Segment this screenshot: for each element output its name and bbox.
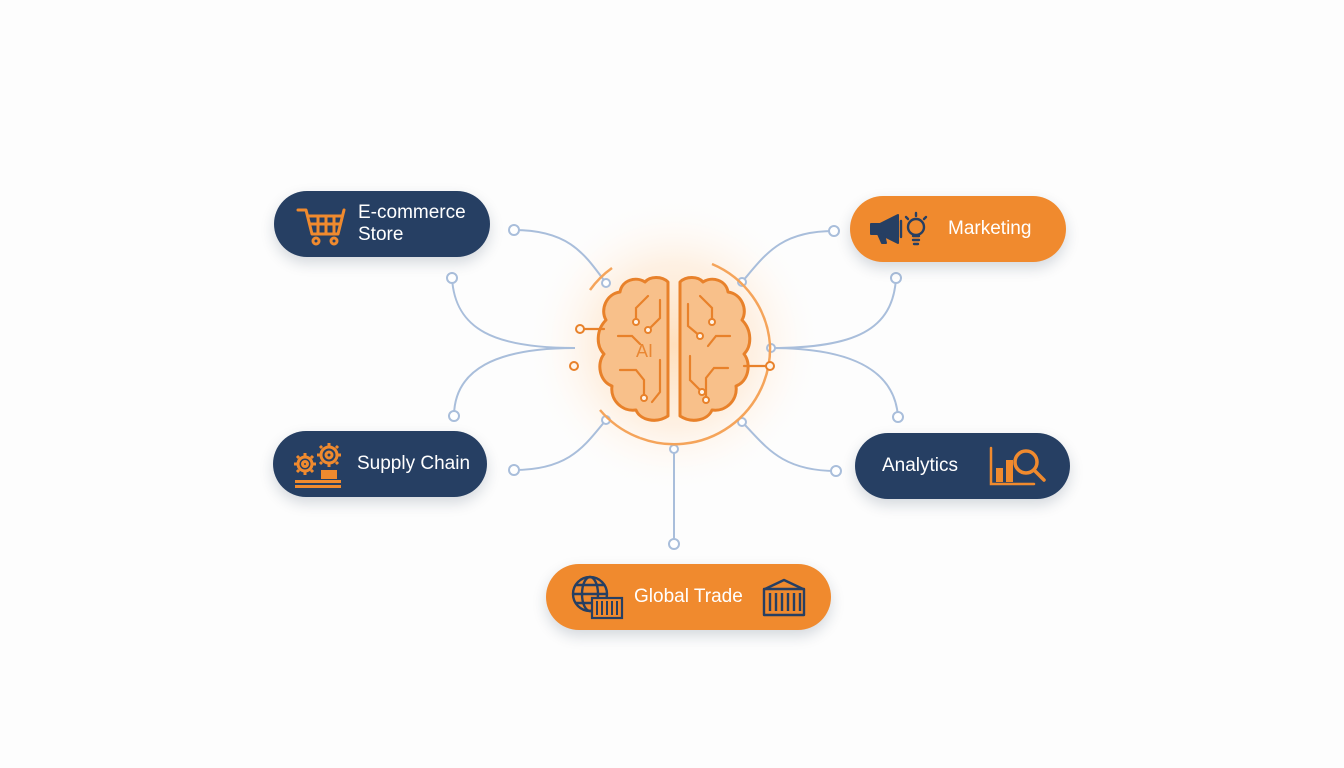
endpoint-dot	[737, 277, 747, 287]
endpoint-dot	[668, 538, 680, 550]
node-label: Marketing	[948, 218, 1032, 239]
megaphone-lightbulb-icon	[868, 209, 934, 249]
node-global-trade[interactable]: Global Trade	[546, 564, 831, 630]
gears-pallet-icon	[291, 440, 345, 488]
connector-paths	[451, 229, 899, 543]
connector-supply-upper	[453, 347, 576, 416]
connector-analytics-upper	[770, 347, 899, 418]
connector-analytics-lower	[741, 421, 837, 472]
endpoint-dot	[737, 417, 747, 427]
endpoint-dot	[890, 272, 902, 284]
node-ecommerce-store[interactable]: E-commerce Store	[274, 191, 490, 257]
node-label: E-commerce Store	[358, 202, 466, 245]
node-supply-chain[interactable]: Supply Chain	[273, 431, 487, 497]
brain-label: AI	[636, 341, 653, 361]
bar-chart-magnifier-icon	[988, 444, 1054, 488]
connector-marketing-lower	[770, 277, 897, 349]
brain-glow	[524, 195, 824, 495]
connector-endpoints	[446, 224, 904, 550]
endpoint-dot	[830, 465, 842, 477]
endpoint-dot	[448, 410, 460, 422]
node-label: Global Trade	[634, 586, 743, 607]
node-label: Analytics	[882, 455, 959, 476]
endpoint-dot	[892, 411, 904, 423]
endpoint-dot	[828, 225, 840, 237]
connector-supply-lower	[513, 419, 607, 471]
connector-marketing-upper	[741, 230, 835, 283]
endpoint-dot	[601, 278, 611, 288]
endpoint-dot	[669, 444, 679, 454]
node-analytics[interactable]: Analytics	[855, 433, 1070, 499]
endpoint-dot	[508, 464, 520, 476]
brain-circuit-icon: AI	[569, 262, 775, 446]
connector-ecommerce-upper	[513, 229, 607, 284]
shipping-container-icon	[761, 577, 807, 617]
connector-ecommerce-lower	[451, 277, 576, 349]
endpoint-dot	[508, 224, 520, 236]
globe-container-icon	[570, 574, 626, 620]
endpoint-dot	[446, 272, 458, 284]
node-label: Supply Chain	[357, 453, 471, 474]
node-marketing[interactable]: Marketing	[850, 196, 1066, 262]
shopping-cart-icon	[296, 202, 348, 246]
